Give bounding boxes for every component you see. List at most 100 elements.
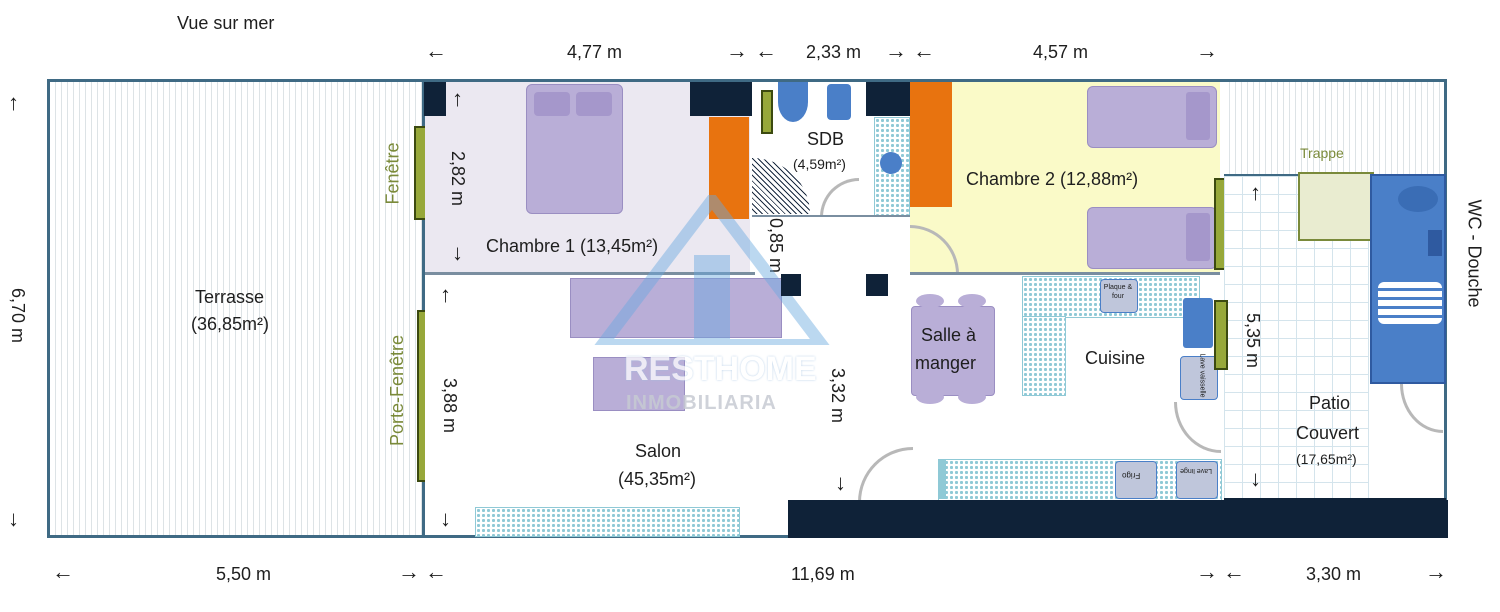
sofa bbox=[570, 278, 782, 338]
wc-name: WC - Douche bbox=[1464, 199, 1485, 308]
arrow-up-icon: ↑ bbox=[8, 90, 19, 115]
arrow-left-icon: ← bbox=[913, 38, 935, 63]
watermark-logo-icon bbox=[582, 190, 842, 351]
patio-upper bbox=[1224, 82, 1444, 174]
dim-top-3: 4,57 m bbox=[1033, 42, 1089, 62]
closet bbox=[910, 82, 952, 207]
dim-ch1-height: 2,82 m bbox=[448, 150, 469, 207]
dim-top-2: 2,33 m bbox=[806, 42, 862, 62]
arrow-down-icon: ↓ bbox=[8, 506, 19, 531]
arrow-left-icon: ← bbox=[425, 38, 447, 63]
arrow-down-icon: ↓ bbox=[1250, 466, 1261, 491]
counter-end bbox=[938, 459, 946, 499]
dim-patio-height: 5,35 m bbox=[1243, 312, 1264, 369]
salon-rug bbox=[475, 507, 740, 537]
watermark-line2: INMOBILIARIA bbox=[626, 392, 777, 414]
arrow-up-icon: ↑ bbox=[440, 282, 451, 307]
sink-fixture bbox=[827, 84, 851, 120]
chambre2-name: Chambre 2 (12,88m²) bbox=[966, 169, 1139, 189]
wall-block bbox=[781, 274, 801, 296]
wall-block bbox=[866, 274, 888, 296]
lave-vaisselle bbox=[1180, 356, 1218, 400]
toilet-fixture bbox=[778, 82, 808, 122]
arrow-down-icon: ↓ bbox=[440, 506, 451, 531]
arrow-left-icon: ← bbox=[52, 559, 74, 584]
arrow-right-icon: → bbox=[726, 38, 748, 63]
arrow-up-icon: ↑ bbox=[452, 86, 463, 111]
arrow-right-icon: → bbox=[885, 38, 907, 63]
cuisine-name: Cuisine bbox=[1085, 348, 1146, 368]
sdb-name: SDB bbox=[807, 129, 845, 149]
lave-linge bbox=[1176, 461, 1218, 499]
dim-bottom-2: 11,69 m bbox=[791, 564, 855, 584]
patio-name-1: Patio bbox=[1309, 393, 1351, 413]
wall-sdb-bottom bbox=[752, 215, 910, 217]
dining-chair bbox=[916, 294, 944, 308]
trappe-label: Trappe bbox=[1300, 145, 1344, 161]
salle-name-2: manger bbox=[915, 353, 977, 373]
pillow bbox=[576, 92, 612, 116]
watermark-line1: RESTHOME bbox=[624, 350, 817, 388]
salon-area-label: (45,35m²) bbox=[618, 469, 697, 489]
window-sdb bbox=[761, 90, 773, 134]
terrasse-name: Terrasse bbox=[195, 287, 265, 307]
closet bbox=[709, 117, 749, 219]
frigo-label: Frigo bbox=[1122, 471, 1141, 480]
wall-bottom bbox=[788, 500, 1448, 538]
cuisine-sink bbox=[1183, 298, 1213, 348]
dim-salle-height: 3,32 m bbox=[828, 367, 849, 424]
arrow-right-icon: → bbox=[398, 559, 420, 584]
wall-ch1-bottom bbox=[425, 272, 755, 275]
hob-oven bbox=[1100, 279, 1138, 313]
counter-bottom bbox=[938, 459, 1222, 501]
wc-toilet bbox=[1398, 186, 1438, 212]
dim-bottom-1: 5,50 m bbox=[216, 564, 272, 584]
wc-sink bbox=[1428, 230, 1442, 256]
wall-ch2-bottom bbox=[910, 272, 1220, 275]
terrasse-area bbox=[50, 82, 422, 535]
arrow-up-icon: ↑ bbox=[1250, 180, 1261, 205]
wc-radiator bbox=[1378, 282, 1442, 324]
wall-patio-bottom bbox=[1224, 498, 1446, 500]
trappe-hatch bbox=[1298, 172, 1374, 241]
dining-chair bbox=[958, 390, 986, 404]
dining-table bbox=[911, 306, 995, 396]
shower-drain bbox=[880, 152, 902, 174]
dining-chair bbox=[916, 390, 944, 404]
salon-name: Salon bbox=[635, 441, 682, 461]
divider-terrasse bbox=[422, 82, 425, 535]
patio-name-2: Couvert bbox=[1296, 423, 1360, 443]
frigo bbox=[1115, 461, 1157, 499]
pillow bbox=[1186, 92, 1210, 140]
dim-top-1: 4,77 m bbox=[567, 42, 623, 62]
view-note: Vue sur mer bbox=[177, 13, 275, 33]
pillow bbox=[534, 92, 570, 116]
arrow-right-icon: → bbox=[1425, 559, 1447, 584]
dim-salon-height: 3,88 m bbox=[440, 377, 461, 434]
arrow-down-icon: ↓ bbox=[835, 470, 846, 495]
arrow-down-icon: ↓ bbox=[452, 240, 463, 265]
dining-chair bbox=[958, 294, 986, 308]
porte-fenetre-label: Porte-Fenêtre bbox=[387, 334, 408, 447]
patio-area-label: (17,65m²) bbox=[1296, 451, 1357, 467]
lave-vaisselle-label: Lave vaisselle bbox=[1198, 353, 1206, 398]
arrow-left-icon: ← bbox=[1223, 559, 1245, 584]
arrow-left-icon: ← bbox=[425, 559, 447, 584]
window-cuisine bbox=[1214, 300, 1228, 370]
salle-name-1: Salle à bbox=[921, 325, 977, 345]
lave-linge-label: Lave linge bbox=[1180, 467, 1212, 474]
dim-bottom-3: 3,30 m bbox=[1306, 564, 1362, 584]
wall-block bbox=[866, 82, 910, 116]
pillow bbox=[1186, 213, 1210, 261]
arrow-right-icon: → bbox=[1196, 38, 1218, 63]
counter-left bbox=[1022, 316, 1066, 396]
chambre1-name: Chambre 1 (13,45m²) bbox=[486, 236, 659, 256]
wall-block bbox=[424, 82, 446, 116]
arrow-left-icon: ← bbox=[755, 38, 777, 63]
terrasse-area-label: (36,85m²) bbox=[191, 314, 270, 334]
armchair bbox=[593, 357, 685, 411]
fenetre-label: Fenêtre bbox=[382, 142, 403, 205]
arrow-right-icon: → bbox=[1196, 559, 1218, 584]
dim-left-total: 6,70 m bbox=[8, 287, 29, 344]
sdb-area-label: (4,59m²) bbox=[793, 156, 846, 172]
